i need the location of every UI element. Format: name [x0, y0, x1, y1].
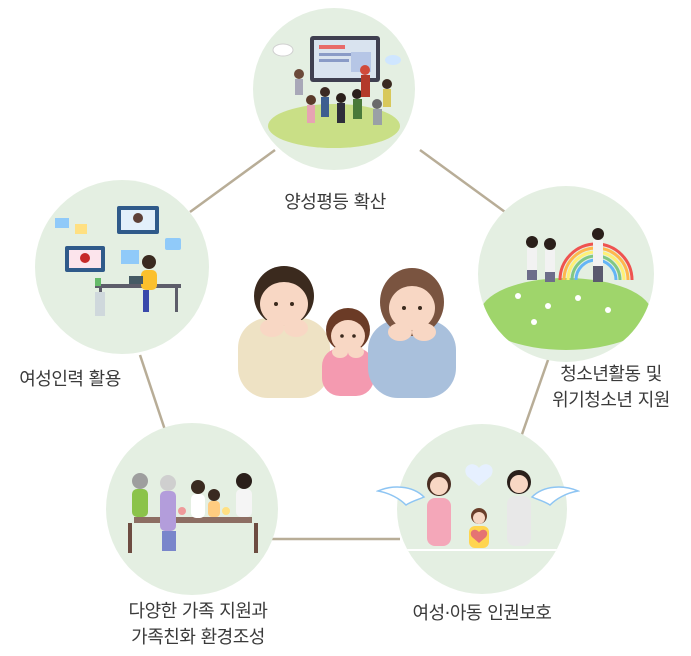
- node-circle-left: [35, 180, 209, 354]
- node-label-left-line: 여성인력 활용: [19, 369, 121, 390]
- family-support-illustration: [128, 473, 258, 553]
- node-label-right-line2: 위기청소년 지원: [552, 390, 670, 411]
- node-circle-bottom-left: [106, 423, 278, 595]
- gender-equality-illustration: [268, 36, 401, 148]
- node-circle-right: [478, 186, 654, 362]
- node-label-bottom-left-line2: 가족친화 환경조성: [131, 627, 265, 648]
- women-children-rights-illustration: [407, 464, 557, 551]
- node-label-right: 청소년활동 및 위기청소년 지원: [536, 362, 686, 414]
- node-label-top: 양성평등 확산: [260, 190, 410, 216]
- right-wing-icon: [530, 486, 580, 506]
- node-label-bottom-left-line1: 다양한 가족 지원과: [128, 601, 268, 622]
- node-label-top-line: 양성평등 확산: [284, 192, 386, 213]
- youth-activity-illustration: [480, 228, 652, 350]
- connector-top-right: [189, 148, 276, 214]
- node-label-bottom-right-line: 여성·아동 인권보호: [412, 603, 552, 624]
- center-family-illustration: [238, 266, 456, 398]
- connector-left-bottom: [138, 354, 167, 431]
- connector-top-right-2: [419, 148, 506, 214]
- node-circle-top: [253, 8, 415, 170]
- node-label-bottom-left: 다양한 가족 지원과 가족친화 환경조성: [108, 599, 288, 651]
- node-circle-bottom-right: [397, 424, 567, 594]
- node-label-right-line1: 청소년활동 및: [560, 364, 662, 385]
- node-label-bottom-right: 여성·아동 인권보호: [387, 601, 577, 627]
- left-wing-icon: [376, 486, 426, 506]
- node-label-left: 여성인력 활용: [0, 367, 140, 393]
- women-workforce-illustration: [55, 206, 181, 316]
